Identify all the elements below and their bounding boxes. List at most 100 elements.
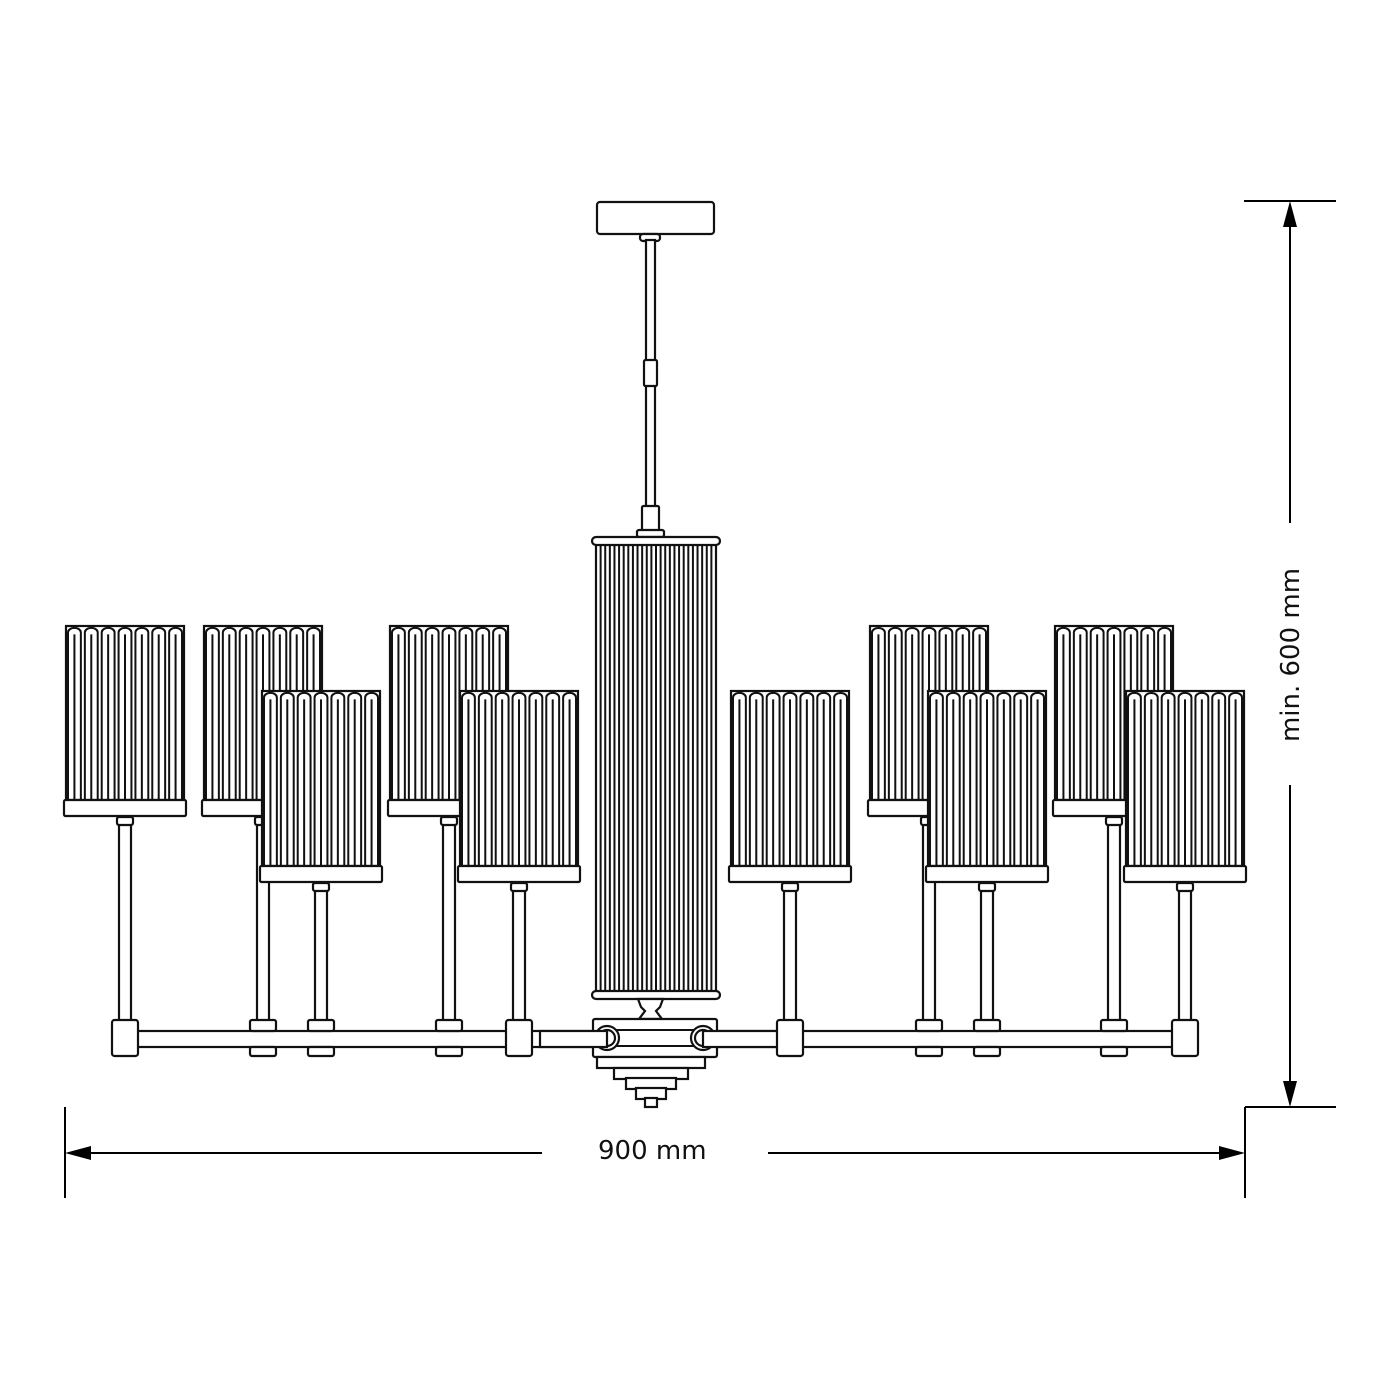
arm-connector-top bbox=[914, 1018, 944, 1033]
arm-junction-block bbox=[775, 1018, 805, 1058]
lamp-shade bbox=[456, 689, 582, 1023]
shade-flute bbox=[945, 691, 961, 866]
shade-flute bbox=[765, 691, 781, 866]
shade-flute bbox=[475, 626, 491, 800]
arm-junction-block bbox=[504, 1018, 534, 1058]
shade-flute bbox=[816, 691, 832, 866]
rod-end-fitting bbox=[640, 504, 661, 534]
lamp-stem bbox=[782, 880, 798, 1023]
shade-flute bbox=[1106, 626, 1122, 800]
ceiling-canopy bbox=[595, 200, 716, 236]
shade-flute bbox=[871, 626, 886, 800]
lamp-shade bbox=[1122, 689, 1248, 1023]
arm-connector-bottom bbox=[972, 1045, 1002, 1058]
shade-flute bbox=[296, 691, 312, 866]
shade-flute bbox=[979, 691, 995, 866]
shade-flute bbox=[347, 691, 363, 866]
shade-flute bbox=[168, 626, 183, 800]
shade-base-ring bbox=[258, 864, 384, 884]
shade-flute bbox=[134, 626, 150, 800]
column-top-ring bbox=[590, 535, 722, 547]
height-dimension-label: min. 600 mm bbox=[1276, 565, 1306, 745]
shade-flute bbox=[1127, 691, 1142, 866]
shade-flute bbox=[151, 626, 167, 800]
arm-end-cap bbox=[1170, 1018, 1200, 1058]
column-bottom-ring bbox=[590, 989, 722, 1001]
shade-flute bbox=[972, 626, 987, 800]
stem-collar bbox=[977, 881, 997, 893]
arrow-right-icon bbox=[1219, 1146, 1245, 1160]
stem-collar bbox=[439, 815, 459, 827]
shade-flute bbox=[306, 626, 321, 800]
lamp-shade bbox=[727, 689, 853, 1023]
lamp-stem bbox=[1177, 880, 1193, 1023]
shade-flute bbox=[962, 691, 978, 866]
shade-flute bbox=[1140, 627, 1156, 800]
shade-flute bbox=[1160, 691, 1176, 866]
lamp-stem bbox=[511, 880, 527, 1023]
shade-flute bbox=[255, 626, 271, 800]
lamp-stem bbox=[979, 880, 995, 1023]
shade-flute bbox=[1177, 691, 1193, 866]
shade-flute bbox=[732, 691, 747, 866]
front-shades-group bbox=[258, 689, 1248, 1058]
shade-flute bbox=[441, 626, 457, 800]
shade-flute bbox=[67, 626, 82, 800]
shade-flute bbox=[511, 691, 527, 866]
shade-flute bbox=[1143, 692, 1159, 866]
arrow-down-icon bbox=[1283, 1081, 1297, 1107]
shade-flute bbox=[921, 626, 937, 800]
lamp-stem bbox=[117, 814, 133, 1023]
shade-flute bbox=[1228, 691, 1243, 866]
shade-flute bbox=[364, 691, 379, 866]
arm-connector-top bbox=[306, 1018, 336, 1033]
lamp-stem bbox=[441, 814, 457, 1023]
lamp-shade bbox=[924, 689, 1050, 1023]
shade-flute bbox=[458, 626, 474, 800]
stem-collar bbox=[115, 815, 135, 827]
lamp-shade bbox=[258, 689, 384, 1023]
shade-flute bbox=[799, 691, 815, 866]
shade-flute bbox=[1013, 692, 1029, 866]
shade-flute bbox=[313, 691, 329, 866]
shade-base-ring bbox=[456, 864, 582, 884]
shade-base-ring bbox=[62, 798, 188, 818]
shade-flute bbox=[938, 626, 954, 800]
shade-flute bbox=[272, 626, 288, 800]
arm-connector-top bbox=[1099, 1018, 1129, 1033]
shade-flute bbox=[1030, 691, 1045, 866]
shade-flute bbox=[330, 691, 346, 866]
arm-connector-bottom bbox=[914, 1045, 944, 1058]
shade-flute bbox=[238, 626, 254, 800]
stem-collar bbox=[311, 881, 331, 893]
arrow-up-icon bbox=[1283, 201, 1297, 227]
arrow-left-icon bbox=[65, 1146, 91, 1160]
shade-flute bbox=[904, 626, 920, 800]
shade-base-ring bbox=[924, 864, 1050, 884]
stem-collar bbox=[509, 881, 529, 893]
shade-flute bbox=[1157, 626, 1172, 800]
shade-flute bbox=[461, 691, 476, 866]
stem-collar bbox=[1104, 815, 1124, 827]
rod-coupler bbox=[642, 358, 659, 388]
shade-flute bbox=[263, 691, 278, 866]
arm-end-cap bbox=[110, 1018, 140, 1058]
shade-flute bbox=[83, 626, 99, 800]
stem-collar bbox=[1175, 881, 1195, 893]
shade-flute bbox=[477, 691, 493, 866]
shade-flute bbox=[205, 626, 220, 800]
shade-flute bbox=[1089, 626, 1105, 800]
shade-flute bbox=[1123, 626, 1139, 800]
shade-flute bbox=[100, 626, 116, 800]
shade-flute bbox=[782, 691, 798, 866]
shade-flute bbox=[221, 626, 237, 800]
shade-flute bbox=[117, 626, 133, 800]
shade-flute bbox=[391, 626, 406, 800]
shade-flute bbox=[748, 691, 764, 866]
shade-flute bbox=[833, 691, 848, 866]
arm-tube-left bbox=[538, 1029, 609, 1049]
shade-flute bbox=[1211, 692, 1227, 866]
finial-tier bbox=[643, 1096, 659, 1109]
stem-collar bbox=[780, 881, 800, 893]
shade-flute bbox=[545, 691, 561, 866]
